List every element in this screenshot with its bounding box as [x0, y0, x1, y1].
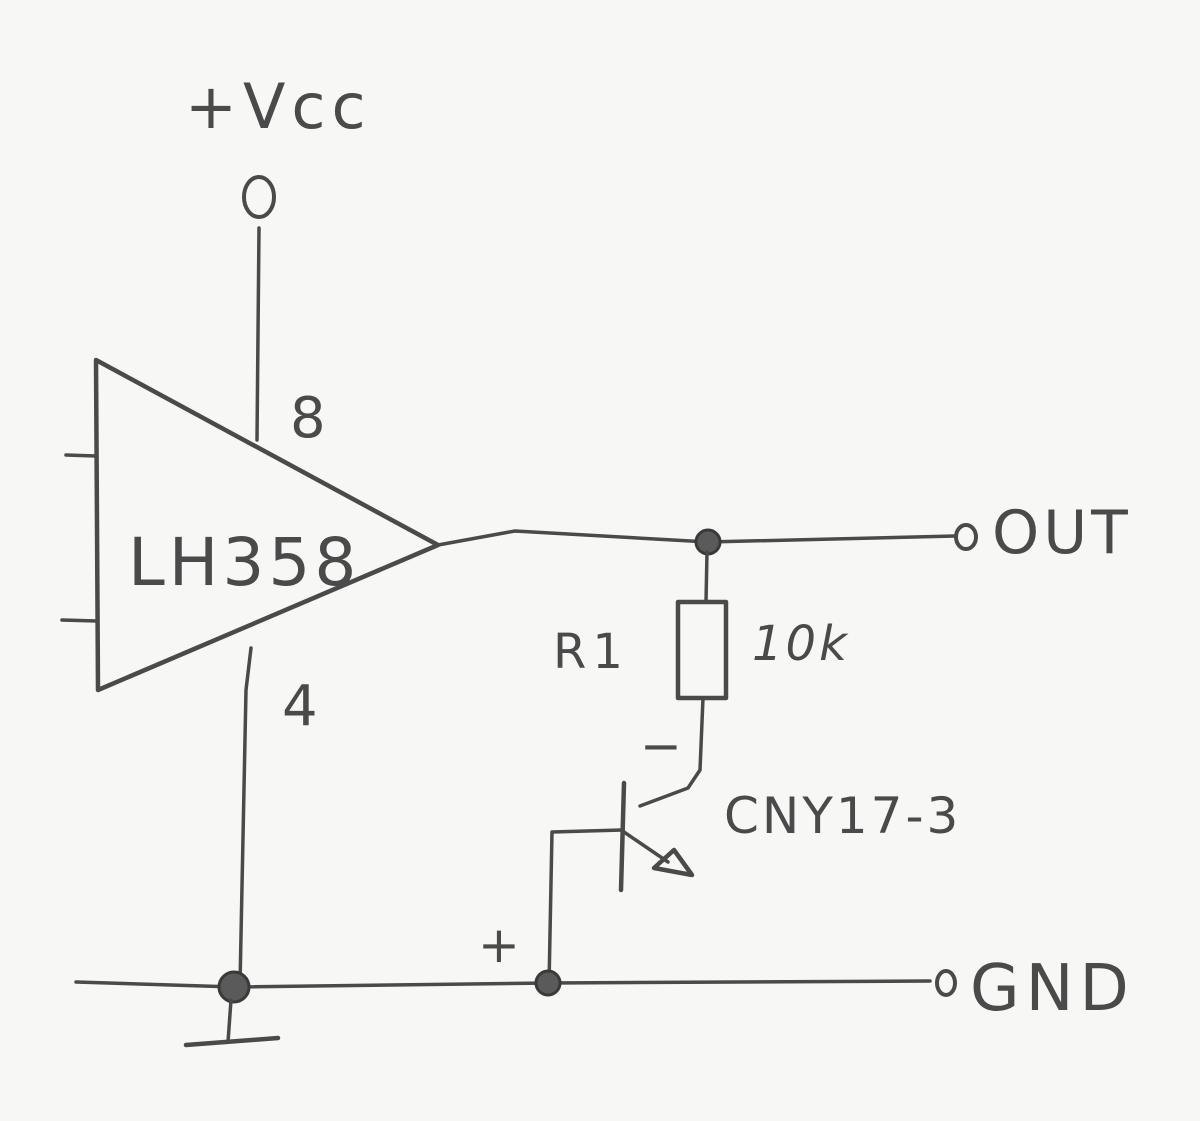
gnd-terminal: [935, 969, 957, 997]
out-terminal: [954, 523, 978, 551]
vcc-wire: [255, 226, 261, 442]
resistor-lead-top: [704, 550, 709, 604]
output-junction: [694, 528, 722, 556]
pin-8-label: 8: [290, 386, 326, 451]
ground-wire: [74, 979, 932, 989]
ground-junction-right: [534, 969, 562, 997]
transistor-emitter: [622, 830, 670, 864]
pin-4-label: 4: [282, 674, 318, 739]
vcc-label: +Vcc: [185, 70, 372, 143]
collector-sign: −: [640, 717, 682, 775]
resistor-name-label: R1: [553, 624, 629, 680]
pin-4-wire: [238, 646, 253, 987]
opamp-label: LH358: [128, 524, 360, 601]
input-minus-stub: [64, 453, 98, 458]
emitter-sign: +: [478, 916, 520, 974]
transistor-base-bar: [618, 780, 627, 893]
out-label: OUT: [992, 498, 1132, 568]
ground-symbol-stem: [226, 998, 233, 1044]
transistor-label: CNY17-3: [724, 787, 961, 845]
gnd-label: GND: [970, 952, 1135, 1026]
vcc-terminal: [242, 175, 276, 219]
opamp-triangle: [93, 357, 441, 693]
ground-junction-left: [217, 970, 251, 1004]
resistor-r1: [675, 599, 729, 701]
ground-symbol-bar: [183, 1035, 281, 1048]
resistor-value-label: 10k: [752, 616, 850, 672]
emitter-wire: [547, 828, 624, 987]
resistor-lead-bottom: [638, 696, 705, 808]
transistor-emitter-arrow: [651, 847, 695, 878]
input-plus-stub: [60, 618, 99, 623]
output-wire: [436, 529, 957, 547]
